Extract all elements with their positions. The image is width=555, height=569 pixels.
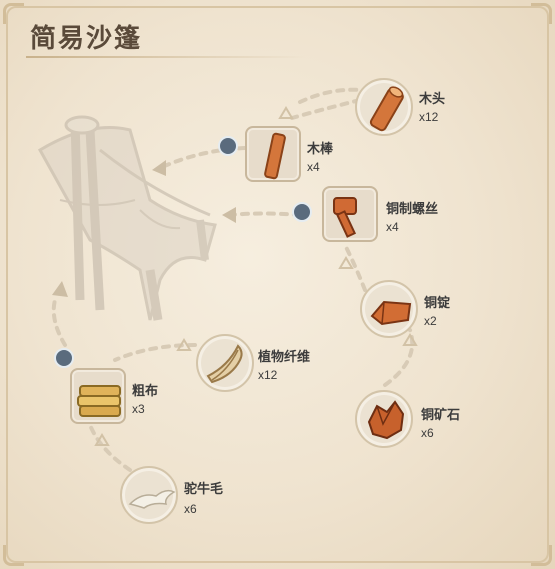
material-name: 木棒 [307, 142, 334, 157]
material-quantity: x12 [419, 110, 439, 124]
status-dot-icon [54, 348, 74, 368]
path-fiber-to-cloth [113, 343, 197, 362]
arrow-icon [222, 207, 236, 223]
path-hair-to-cloth [88, 423, 132, 472]
material-quantity: x6 [184, 502, 197, 516]
status-dot-icon [292, 202, 312, 222]
material-quantity: x3 [132, 402, 145, 416]
path-cloth-to-tent [51, 298, 67, 347]
material-name: 植物纤维 [258, 350, 311, 365]
path-wood-to-stick [290, 98, 362, 120]
material-quantity: x12 [258, 368, 278, 382]
warning-triangle-icon [338, 256, 354, 269]
path-stick-to-tent [158, 146, 247, 170]
frame-corner [3, 545, 24, 566]
status-dot-icon [218, 136, 238, 156]
frame-corner [531, 3, 552, 24]
arrow-icon [52, 281, 68, 297]
material-name: 铜锭 [424, 296, 451, 311]
material-name: 木头 [419, 92, 446, 107]
material-quantity: x2 [424, 314, 437, 328]
panel-frame [6, 6, 549, 563]
material-name: 驼牛毛 [184, 482, 224, 497]
material-quantity: x4 [307, 160, 320, 174]
tent-illustration-icon [37, 115, 217, 321]
warning-triangle-icon [278, 106, 294, 119]
yak-hair-icon [120, 466, 178, 524]
material-name: 铜矿石 [421, 408, 461, 423]
copper-ore-icon [355, 390, 413, 448]
title-underline [26, 56, 306, 58]
recipe-title: 简易沙篷 [30, 24, 143, 54]
material-quantity: x6 [421, 426, 434, 440]
material-name: 铜制螺丝 [386, 202, 439, 217]
arrow-icon [152, 160, 166, 176]
coarse-cloth-icon [70, 368, 126, 424]
copper-ingot-icon [360, 280, 418, 338]
warning-triangle-icon [176, 338, 192, 351]
plant-fiber-icon [196, 334, 254, 392]
material-quantity: x4 [386, 220, 399, 234]
frame-corner [3, 3, 24, 24]
warning-triangle-icon [94, 433, 110, 446]
warning-triangle-icon [402, 333, 418, 346]
wood-stick-icon [245, 126, 301, 182]
path-ingot-to-screw [343, 243, 367, 292]
frame-corner [531, 545, 552, 566]
copper-screw-icon [322, 186, 378, 242]
wood-log-icon [355, 78, 413, 136]
material-name: 粗布 [132, 384, 159, 399]
path-screw-to-tent [228, 211, 302, 217]
